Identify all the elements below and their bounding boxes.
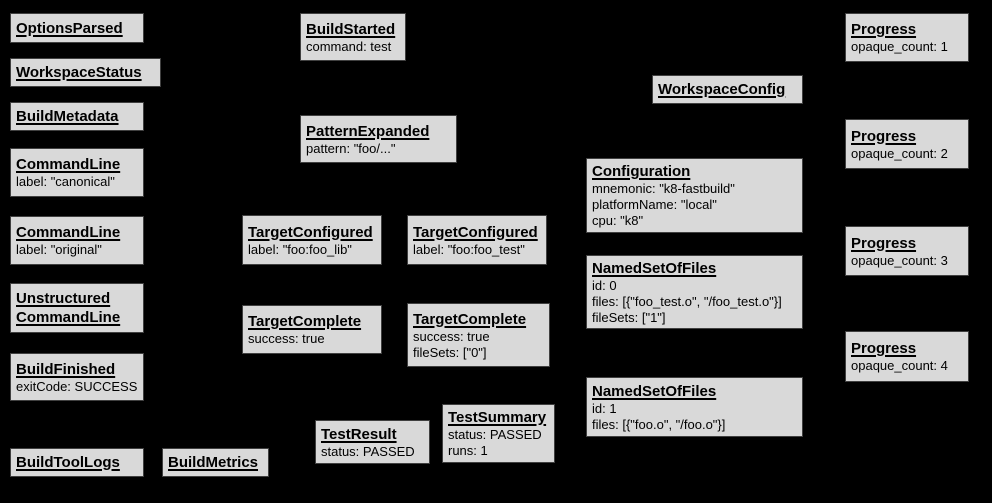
node-title: NamedSetOfFiles — [592, 259, 717, 277]
node-property: runs: 1 — [448, 443, 488, 458]
node-property: label: "foo:foo_test" — [413, 241, 525, 257]
node-property: label: "canonical" — [16, 174, 115, 189]
node-property: id: 0 — [592, 277, 617, 293]
node-title: WorkspaceConfig — [658, 81, 786, 98]
node-title: TestSummary — [448, 409, 547, 426]
node-property: success: true — [248, 331, 325, 346]
node-title: OptionsParsed — [16, 19, 123, 37]
node-title: Progress — [851, 127, 917, 145]
node-build-metrics: BuildMetrics — [162, 448, 269, 477]
node-title: BuildToolLogs — [16, 454, 120, 471]
node-property: success: true — [413, 328, 490, 344]
node-property: opaque_count: 1 — [851, 39, 948, 54]
node-property: fileSets: ["0"] — [413, 344, 487, 360]
node-title: TargetConfigured — [413, 223, 538, 241]
node-property: status: PASSED — [321, 443, 415, 459]
node-title: CommandLine — [16, 224, 121, 241]
node-title: BuildStarted — [306, 20, 396, 38]
node-title: CommandLine — [16, 156, 121, 173]
node-title: TargetConfigured — [248, 223, 373, 241]
node-title: BuildMetrics — [168, 454, 259, 471]
node-build-metadata: BuildMetadata — [10, 102, 144, 131]
node-property: mnemonic: "k8-fastbuild" — [592, 181, 735, 196]
node-title: BuildMetadata — [16, 108, 119, 125]
node-property: fileSets: ["1"] — [592, 309, 666, 325]
node-property: label: "foo:foo_lib" — [248, 241, 352, 257]
node-property: exitCode: SUCCESS — [16, 378, 138, 394]
node-title: BuildFinished — [16, 360, 116, 378]
node-title: TargetComplete — [248, 313, 362, 330]
node-title: TargetComplete — [413, 310, 527, 328]
node-property: opaque_count: 3 — [851, 252, 948, 268]
node-title: Progress — [851, 21, 917, 38]
node-property: opaque_count: 2 — [851, 145, 948, 161]
node-title: Progress — [851, 234, 917, 252]
node-property: files: [{"foo.o", "/foo.o"}] — [592, 416, 726, 432]
node-title: NamedSetOfFiles — [592, 382, 717, 400]
node-title: CommandLine — [16, 309, 121, 326]
node-property: status: PASSED — [448, 427, 542, 442]
node-workspace-status: WorkspaceStatus — [10, 58, 161, 87]
node-title: Progress — [851, 340, 917, 357]
node-property: id: 1 — [592, 400, 617, 416]
node-property: opaque_count: 4 — [851, 358, 948, 373]
node-property: platformName: "local" — [592, 197, 717, 212]
node-title: PatternExpanded — [306, 122, 430, 140]
node-property: pattern: "foo/..." — [306, 140, 396, 156]
node-property: command: test — [306, 38, 392, 54]
node-title: Configuration — [592, 163, 691, 180]
node-options-parsed: OptionsParsed — [10, 13, 144, 43]
node-build-tool-logs: BuildToolLogs — [10, 448, 144, 477]
node-workspace-config: WorkspaceConfig — [652, 75, 803, 104]
node-title: Unstructured — [16, 290, 111, 307]
node-property: cpu: "k8" — [592, 213, 644, 228]
node-property: label: "original" — [16, 242, 102, 257]
node-property: files: [{"foo_test.o", "/foo_test.o"}] — [592, 293, 782, 309]
node-title: TestResult — [321, 425, 397, 443]
node-title: WorkspaceStatus — [16, 64, 142, 81]
